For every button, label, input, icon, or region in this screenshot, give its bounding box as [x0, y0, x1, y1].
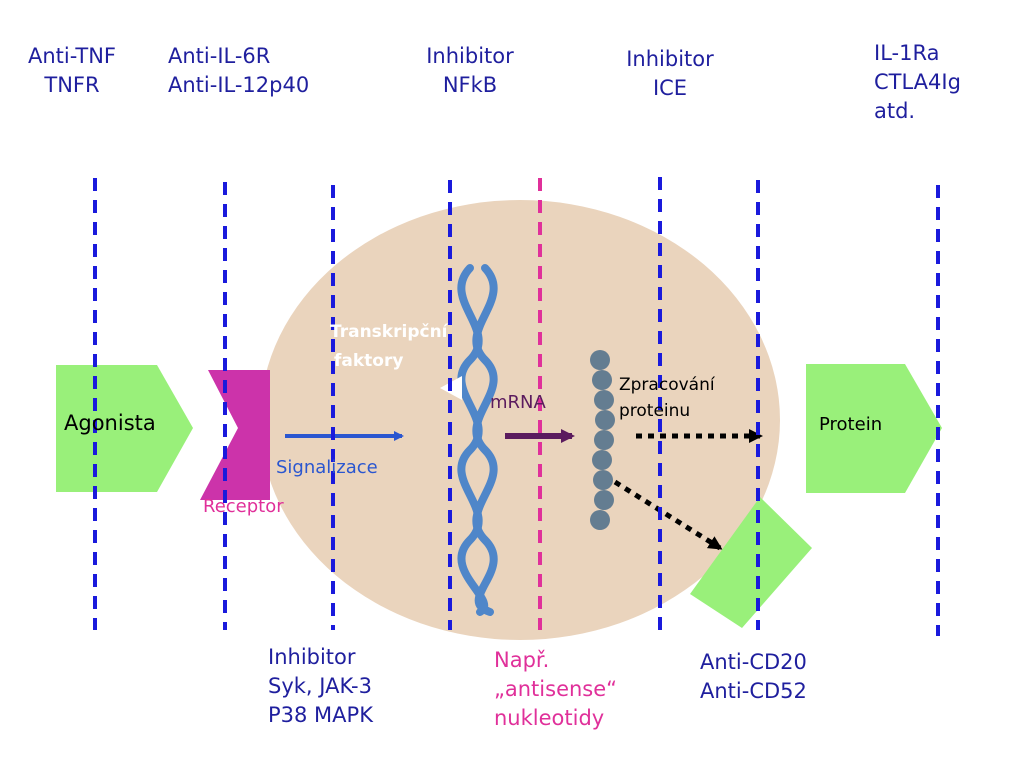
- label-il1ra: IL-1Ra CTLA4Ig atd.: [874, 41, 961, 123]
- label-inhibitor-ice: Inhibitor ICE: [626, 47, 714, 100]
- dna-helix: [457, 264, 498, 616]
- protein-label: Protein: [819, 414, 883, 435]
- label-inhibitor-nfkb: Inhibitor NFkB: [426, 44, 514, 97]
- target-lines: [93, 177, 940, 636]
- cell-body: [260, 200, 780, 640]
- receptor-label: Receptor: [203, 496, 284, 517]
- membrane-protein-shape: [690, 497, 812, 628]
- protein-processing-label: Zpracování proteinu: [619, 375, 715, 421]
- signaling-label: Signalizace: [276, 457, 378, 478]
- agonist-label: Agonista: [64, 411, 156, 435]
- label-anti-il6r: Anti-IL-6R Anti-IL-12p40: [168, 44, 310, 97]
- label-anti-cd20: Anti-CD20 Anti-CD52: [700, 650, 807, 703]
- agonist-shape: [56, 365, 193, 492]
- transcription-factors-label: Transkripční faktory: [330, 322, 448, 371]
- processing-arrow-membrane: [613, 479, 723, 551]
- receptor-shape: [200, 370, 270, 500]
- protein-chain: [590, 350, 615, 530]
- protein-shape: [806, 364, 942, 493]
- label-inhibitor-syk: Inhibitor Syk, JAK-3 P38 MAPK: [268, 645, 373, 727]
- label-antisense: Např. „antisense“ nukleotidy: [494, 648, 618, 730]
- mrna-label: mRNA: [490, 392, 546, 413]
- label-anti-tnf: Anti-TNF TNFR: [27, 44, 116, 97]
